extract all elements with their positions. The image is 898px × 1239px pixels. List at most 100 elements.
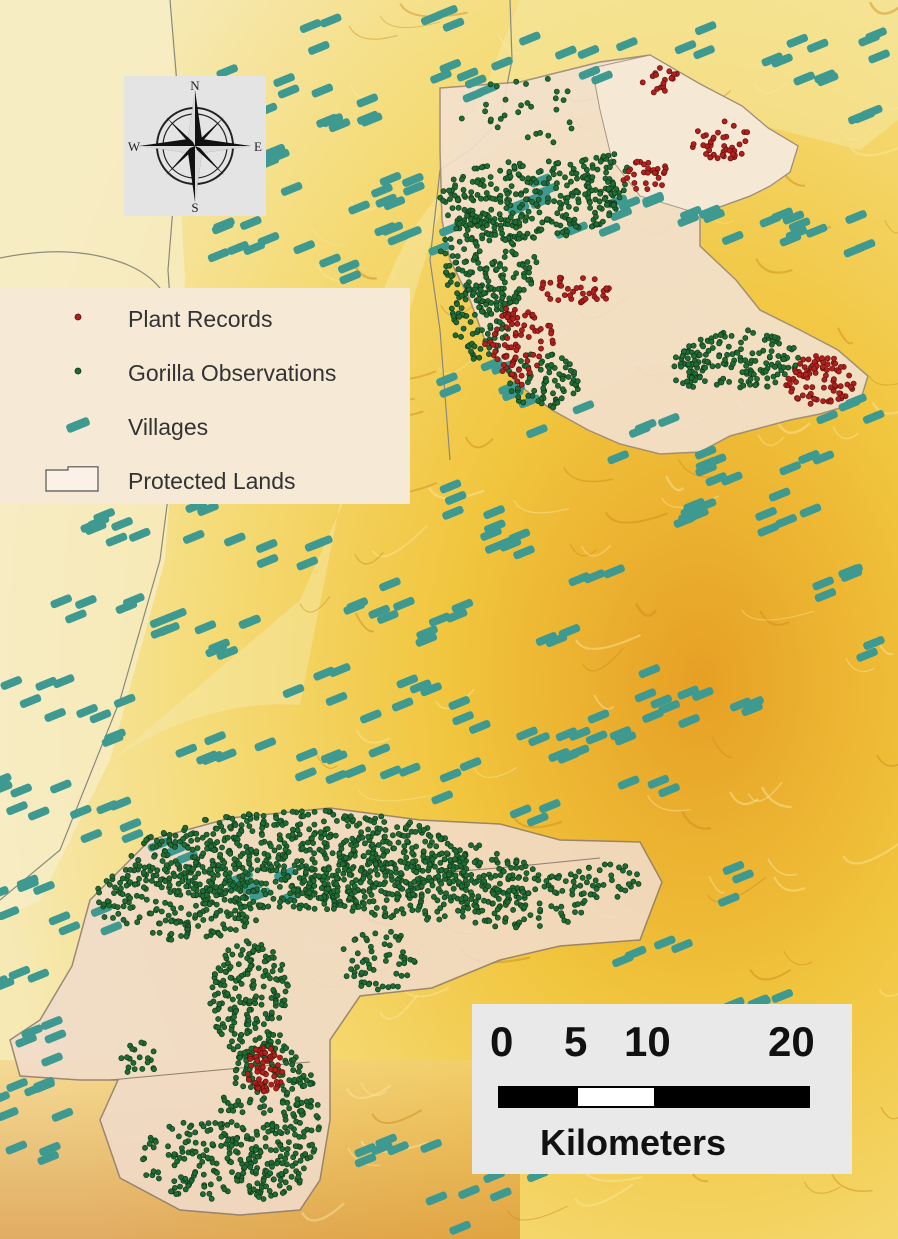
plant-record-point (594, 296, 600, 302)
gorilla-observation-point (119, 891, 126, 898)
gorilla-observation-point (298, 858, 305, 864)
gorilla-observation-point (106, 881, 113, 888)
gorilla-observation-point (260, 983, 267, 990)
gorilla-observation-point (565, 374, 572, 380)
terrain-ridge (473, 766, 518, 779)
terrain-ridge (747, 781, 783, 802)
terrain-ridge (880, 1106, 898, 1120)
plant-record-point (260, 1088, 267, 1095)
plant-record-point (787, 380, 793, 387)
gorilla-observation-point (239, 894, 246, 901)
village-marker (583, 569, 606, 584)
village-marker (722, 860, 745, 875)
gorilla-observation-point (550, 171, 557, 178)
gorilla-observation-point (152, 1139, 159, 1145)
gorilla-observation-point (323, 855, 330, 862)
gorilla-observation-point (283, 1161, 290, 1168)
gorilla-observation-point (379, 846, 386, 853)
gorilla-observation-point (246, 1007, 253, 1013)
village-marker (398, 762, 421, 777)
gorilla-observation-point (506, 295, 513, 302)
gorilla-observation-point (780, 364, 787, 371)
village-marker (10, 783, 32, 798)
gorilla-observation-point (516, 894, 522, 901)
village-marker (674, 40, 697, 55)
gorilla-observation-point (231, 1014, 237, 1020)
gorilla-observation-point (607, 164, 613, 170)
terrain-ridge (348, 25, 398, 40)
gorilla-observation-point (270, 1176, 277, 1183)
village-marker (694, 445, 717, 460)
gorilla-observation-point (265, 903, 272, 910)
village-marker (742, 696, 764, 711)
village-marker (527, 812, 549, 827)
gorilla-observation-point (192, 1129, 199, 1136)
gorilla-observation-point (487, 116, 494, 123)
gorilla-observation-point (535, 169, 542, 175)
gorilla-observation-point (283, 1060, 290, 1066)
plant-record-point (254, 1057, 261, 1064)
gorilla-observation-point (275, 1038, 281, 1045)
gorilla-observation-point (477, 345, 484, 352)
terrain-ridge (803, 1181, 841, 1194)
village-marker (227, 241, 249, 255)
terrain-ridge (753, 82, 788, 94)
gorilla-observation-point (273, 860, 280, 867)
gorilla-observation-point (268, 863, 275, 870)
gorilla-observation-point (166, 882, 173, 888)
village-marker (104, 728, 126, 743)
gorilla-observation-point (474, 191, 481, 198)
legend-item-protected-lands: Protected Lands (0, 458, 410, 498)
gorilla-observation-point (148, 877, 155, 884)
gorilla-observation-point (390, 983, 396, 989)
gorilla-observation-point (199, 1191, 206, 1198)
gorilla-observation-point (562, 878, 569, 884)
gorilla-observation-point (229, 996, 236, 1003)
gorilla-observation-point (497, 116, 504, 122)
gorilla-observation-point (313, 1113, 320, 1119)
gorilla-observation-point (153, 872, 160, 879)
gorilla-observation-point (255, 965, 262, 971)
gorilla-observation-point (458, 333, 464, 340)
gorilla-observation-point (247, 905, 254, 912)
plant-record-point (247, 1056, 254, 1062)
scale-tick-label: 5 (564, 1018, 588, 1065)
gorilla-observation-point (502, 96, 509, 103)
gorilla-observation-point (311, 850, 317, 857)
village-marker (845, 210, 867, 224)
gorilla-observation-point (296, 1134, 303, 1140)
village-marker (194, 620, 217, 635)
map-legend: Plant Records Gorilla Observations Villa… (0, 288, 410, 504)
gorilla-observation-point (568, 125, 575, 132)
gorilla-observation-point (361, 893, 368, 900)
terrain-ridge (635, 603, 658, 617)
gorilla-observation-point (381, 819, 388, 825)
village-marker (113, 693, 136, 708)
gorilla-observation-point (467, 889, 474, 896)
gorilla-observation-point (589, 174, 596, 180)
gorilla-observation-point (296, 1063, 303, 1070)
gorilla-observation-point (582, 191, 588, 198)
plant-record-point (829, 365, 836, 372)
village-marker (545, 633, 568, 648)
gorilla-observation-point (394, 983, 401, 990)
gorilla-observation-point (486, 918, 493, 924)
plant-record-point (490, 341, 496, 348)
gorilla-observation-point (259, 832, 265, 838)
gorilla-observation-point (221, 1097, 228, 1104)
gorilla-observation-point (524, 230, 531, 237)
gorilla-observation-point (367, 943, 374, 950)
gorilla-observation-point (186, 911, 192, 918)
gorilla-observation-point (255, 945, 261, 951)
village-marker (387, 1141, 409, 1156)
gorilla-observation-point (315, 1126, 322, 1133)
plant-record-point (625, 168, 632, 175)
terrain-ridge (839, 128, 873, 141)
gorilla-observation-point (402, 824, 409, 831)
terrain-ridge (845, 657, 875, 673)
gorilla-observation-point (548, 361, 555, 368)
gorilla-observation-point (136, 914, 143, 921)
gorilla-observation-point (149, 865, 156, 871)
